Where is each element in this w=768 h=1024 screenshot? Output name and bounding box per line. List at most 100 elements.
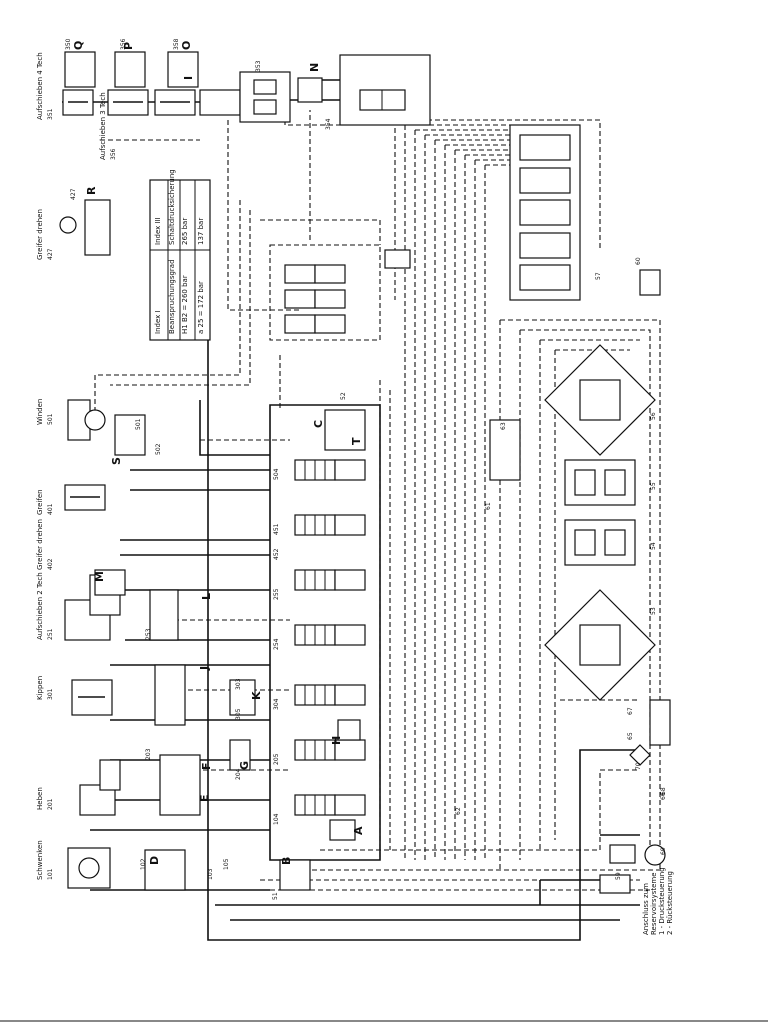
num-304: 304 bbox=[273, 698, 280, 710]
num-203: 203 bbox=[145, 748, 152, 760]
table-col1-row2: Beanspruchungsgrad bbox=[168, 259, 176, 334]
table-col2-row3: 265 bar bbox=[181, 218, 189, 245]
num-104: 104 bbox=[273, 813, 280, 825]
label-winden: Winden bbox=[36, 399, 44, 425]
num-354: 354 bbox=[325, 118, 332, 130]
num-402: 402 bbox=[47, 558, 54, 570]
num-201: 201 bbox=[47, 798, 54, 810]
letter-f: F bbox=[200, 762, 213, 770]
right-top-valve-bank bbox=[509, 124, 661, 301]
letter-t: T bbox=[350, 437, 363, 445]
num-52: 52 bbox=[340, 392, 347, 400]
table-col1-row1: Index I bbox=[154, 310, 162, 334]
index-table: Index I Beanspruchungsgrad H1 B2 = 260 b… bbox=[149, 169, 211, 341]
num-54: 54 bbox=[650, 542, 657, 550]
letter-a: A bbox=[352, 826, 365, 835]
letter-c: C bbox=[312, 420, 325, 428]
num-452: 452 bbox=[273, 548, 280, 560]
num-350: 350 bbox=[65, 38, 72, 50]
letter-markers: A B C D E F G H I J K L M N O P Q R S T bbox=[72, 41, 365, 865]
pump-filter-group bbox=[539, 699, 671, 905]
label-greifer-drehen: Greifer drehen bbox=[36, 519, 44, 570]
legend: Anschluss zum Reservoirsysteme 1 - Druck… bbox=[642, 867, 674, 935]
right-diamond-valve-groups bbox=[489, 344, 656, 701]
label-heben: Heben bbox=[36, 787, 44, 810]
num-61: 61 bbox=[485, 502, 492, 510]
num-70: 70 bbox=[635, 762, 642, 770]
num-66: 66 bbox=[660, 792, 667, 800]
num-69: 69 bbox=[660, 847, 667, 855]
num-356b: 356 bbox=[120, 38, 127, 50]
num-65: 65 bbox=[627, 732, 634, 740]
num-68: 68 bbox=[660, 787, 667, 795]
num-427: 427 bbox=[47, 248, 54, 260]
num-103: 103 bbox=[207, 868, 214, 880]
num-254: 254 bbox=[273, 638, 280, 650]
legend-title: Anschluss zum bbox=[642, 883, 650, 935]
letter-m: M bbox=[93, 571, 106, 582]
letter-s: S bbox=[110, 457, 123, 465]
num-251: 251 bbox=[47, 628, 54, 640]
label-aufschieben-2: Aufschieben 2 Tech bbox=[36, 572, 44, 640]
left-cylinder-group bbox=[59, 199, 121, 889]
num-301: 301 bbox=[47, 688, 54, 700]
num-501b: 501 bbox=[135, 418, 142, 430]
label-schwenken: Schwenken bbox=[36, 840, 44, 880]
letter-p: P bbox=[122, 42, 135, 50]
letter-b: B bbox=[280, 857, 293, 865]
num-501: 501 bbox=[47, 413, 54, 425]
top-cylinder-group bbox=[62, 51, 431, 126]
num-62: 62 bbox=[455, 807, 462, 815]
num-102: 102 bbox=[140, 858, 147, 870]
num-57: 57 bbox=[595, 272, 602, 280]
num-401: 401 bbox=[47, 503, 54, 515]
letter-l: L bbox=[200, 593, 213, 600]
num-59: 59 bbox=[615, 872, 622, 880]
num-305: 305 bbox=[235, 708, 242, 720]
num-356: 356 bbox=[110, 148, 117, 160]
num-427b: 427 bbox=[70, 188, 77, 200]
letter-i: I bbox=[182, 76, 195, 80]
table-col2-row4: 137 bar bbox=[197, 218, 205, 245]
num-504: 504 bbox=[273, 468, 280, 480]
component-labels: Aufschieben 4 Tech Kippen Heben Schwenke… bbox=[36, 52, 117, 880]
num-63: 63 bbox=[500, 422, 507, 430]
label-aufschieben-4: Aufschieben 4 Tech bbox=[36, 52, 44, 120]
num-451: 451 bbox=[273, 523, 280, 535]
num-255: 255 bbox=[273, 588, 280, 600]
label-kippen: Kippen bbox=[36, 676, 44, 700]
legend-line1: Reservoirsysteme bbox=[650, 872, 658, 935]
letter-k: K bbox=[250, 691, 263, 700]
table-col1-row3: H1 B2 = 260 bar bbox=[181, 275, 189, 334]
left-valve-blocks bbox=[94, 414, 256, 891]
num-51: 51 bbox=[272, 892, 279, 900]
letter-g: G bbox=[238, 761, 251, 770]
num-303: 303 bbox=[235, 678, 242, 690]
num-55: 55 bbox=[650, 482, 657, 490]
num-101: 101 bbox=[47, 868, 54, 880]
top-center-valve-stack bbox=[284, 249, 411, 334]
label-aufschieben-3: Aufschieben 3 Tech bbox=[99, 92, 107, 160]
num-358: 358 bbox=[173, 38, 180, 50]
letter-e: E bbox=[198, 794, 211, 802]
directional-valve-bank bbox=[279, 409, 366, 891]
table-col2-row1: Index III bbox=[154, 217, 162, 245]
num-502: 502 bbox=[155, 443, 162, 455]
num-351: 351 bbox=[47, 108, 54, 120]
num-353: 353 bbox=[255, 60, 262, 72]
table-col1-row4: a 25 = 172 bar bbox=[197, 281, 205, 334]
legend-line3: 2 - Rücksteuerung bbox=[666, 871, 674, 935]
table-col2-row2: Schaltdrucksicherung bbox=[168, 169, 176, 245]
letter-r: R bbox=[85, 186, 98, 195]
num-105: 105 bbox=[223, 858, 230, 870]
num-53: 53 bbox=[650, 607, 657, 615]
letter-n: N bbox=[308, 63, 321, 72]
letter-o: O bbox=[180, 41, 193, 50]
letter-d: D bbox=[148, 856, 161, 865]
num-56: 56 bbox=[650, 412, 657, 420]
label-greifer-drehen-top: Greifer drehen bbox=[36, 209, 44, 260]
part-numbers: 350 356 358 353 354 427 501 502 504 451 … bbox=[65, 38, 667, 900]
legend-line2: 1 - Drucksteuerung bbox=[658, 867, 666, 935]
letter-h: H bbox=[330, 736, 343, 745]
